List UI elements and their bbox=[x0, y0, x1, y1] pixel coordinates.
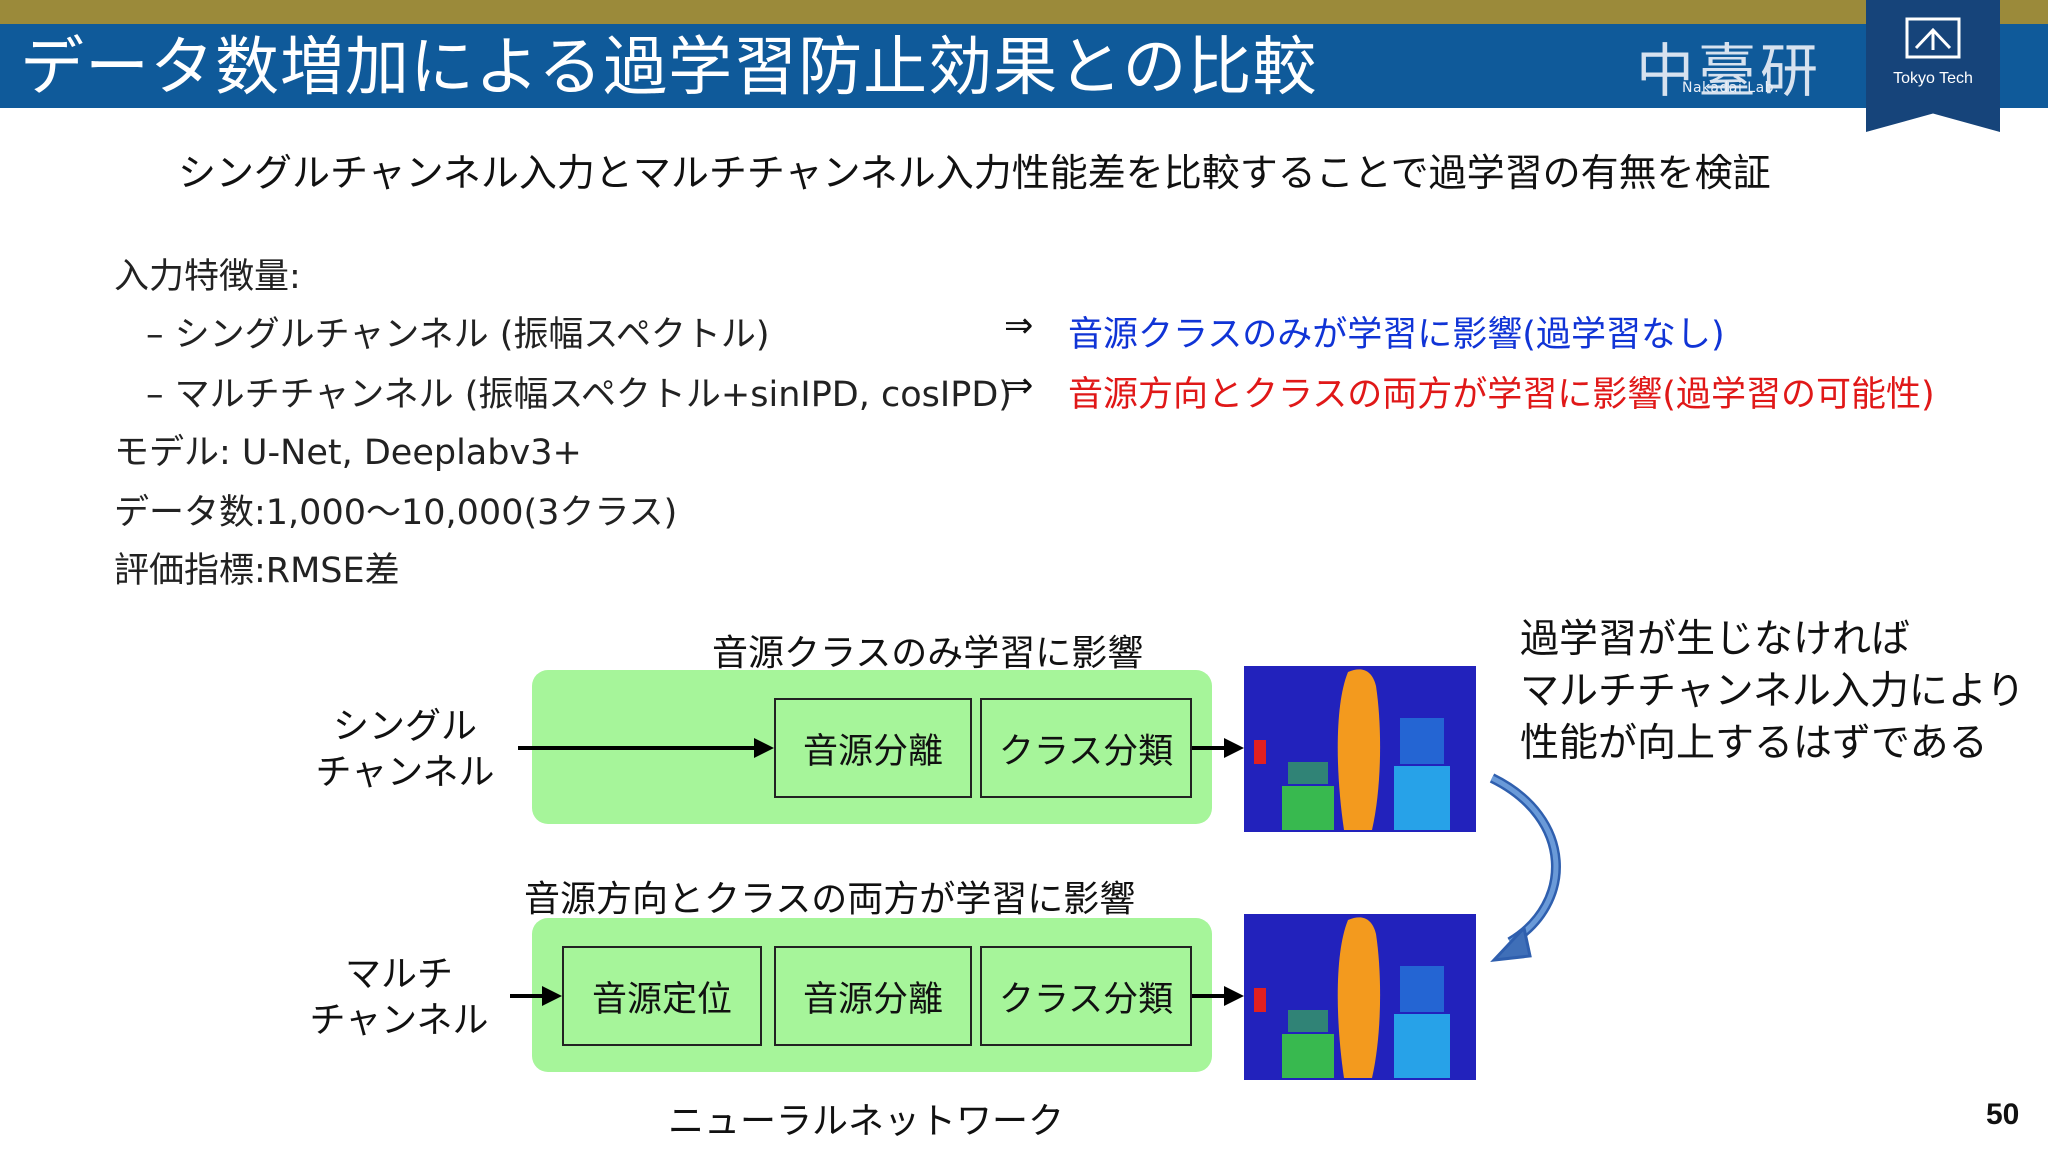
multi-channel-item: – マルチチャンネル (振幅スペクトル+sinIPD, cosIPD) bbox=[146, 375, 1012, 415]
lab-logo-english: Nakadai Lab. bbox=[1682, 80, 1780, 96]
lab-logo-kanji: 中臺研 bbox=[1636, 37, 1823, 105]
page-number: 50 bbox=[1986, 1098, 2020, 1131]
tokyo-tech-badge: Tokyo Tech bbox=[1866, 0, 2000, 132]
curved-down-arrow-icon bbox=[1489, 773, 1561, 962]
features-heading: 入力特徴量: bbox=[114, 257, 301, 297]
single-channel-item: – シングルチャンネル (振幅スペクトル) bbox=[146, 315, 770, 355]
spectrogram-multi bbox=[1244, 914, 1476, 1080]
implies-arrow-multi: ⇒ bbox=[1004, 366, 1034, 406]
slide-subtitle: シングルチャンネル入力とマルチチャンネル入力性能差を比較することで過学習の有無を… bbox=[178, 151, 1771, 195]
single-channel-label: シングル チャンネル bbox=[310, 704, 500, 796]
slide-title: データ数増加による過学習防止効果との比較 bbox=[20, 31, 1318, 105]
multi-channel-label-line1: マルチ bbox=[344, 954, 453, 995]
single-channel-result: 音源クラスのみが学習に影響(過学習なし) bbox=[1068, 315, 1725, 355]
spectrogram-single-image bbox=[1244, 666, 1476, 832]
title-bar bbox=[0, 24, 2048, 108]
model-line: モデル: U-Net, Deeplabv3+ bbox=[114, 433, 582, 473]
note-line-2: マルチチャンネル入力により bbox=[1520, 669, 2026, 714]
tokyo-tech-label: Tokyo Tech bbox=[1893, 70, 1973, 87]
multi-channel-label: マルチ チャンネル bbox=[304, 952, 494, 1044]
multi-channel-result: 音源方向とクラスの両方が学習に影響(過学習の可能性) bbox=[1068, 375, 1935, 415]
note-line-1: 過学習が生じなければ bbox=[1520, 617, 1911, 662]
mid-caption: 音源方向とクラスの両方が学習に影響 bbox=[524, 879, 1136, 920]
single-channel-label-line2: チャンネル bbox=[315, 752, 495, 793]
spectrogram-single bbox=[1244, 666, 1476, 832]
implies-arrow-single: ⇒ bbox=[1004, 306, 1034, 346]
bottom-caption: ニューラルネットワーク bbox=[668, 1101, 1065, 1142]
hypothesis-note: 過学習が生じなければ マルチチャンネル入力により 性能が向上するはずである bbox=[1520, 614, 2025, 770]
tokyo-tech-emblem-icon bbox=[1905, 17, 1961, 59]
lab-logo: 中臺研 Nakadai Lab. bbox=[1630, 30, 1850, 105]
top-caption: 音源クラスのみ学習に影響 bbox=[712, 633, 1144, 674]
single-channel-label-line1: シングル bbox=[332, 706, 477, 747]
header-gold-stripe bbox=[0, 0, 2048, 24]
bottom-localization-box: 音源定位 bbox=[562, 946, 762, 1046]
metric-line: 評価指標:RMSE差 bbox=[114, 551, 400, 591]
top-separation-box: 音源分離 bbox=[774, 698, 972, 798]
bottom-separation-box: 音源分離 bbox=[774, 946, 972, 1046]
bottom-classification-box: クラス分類 bbox=[980, 946, 1192, 1046]
spectrogram-multi-image bbox=[1244, 914, 1476, 1080]
data-count-line: データ数:1,000〜10,000(3クラス) bbox=[114, 493, 678, 533]
note-line-3: 性能が向上するはずである bbox=[1520, 721, 1988, 766]
top-classification-box: クラス分類 bbox=[980, 698, 1192, 798]
multi-channel-label-line2: チャンネル bbox=[309, 1000, 489, 1041]
